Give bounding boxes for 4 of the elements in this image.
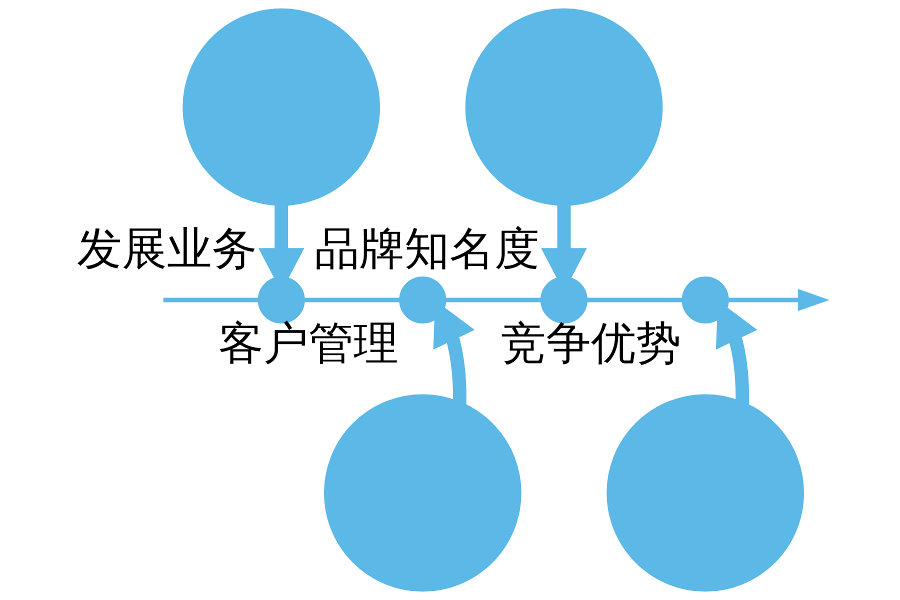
node-label: 客户管理 bbox=[218, 316, 398, 370]
node-label: 品牌知名度 bbox=[314, 222, 540, 276]
node-label: 竞争优势 bbox=[500, 316, 681, 370]
node-label: 发展业务 bbox=[76, 222, 257, 276]
